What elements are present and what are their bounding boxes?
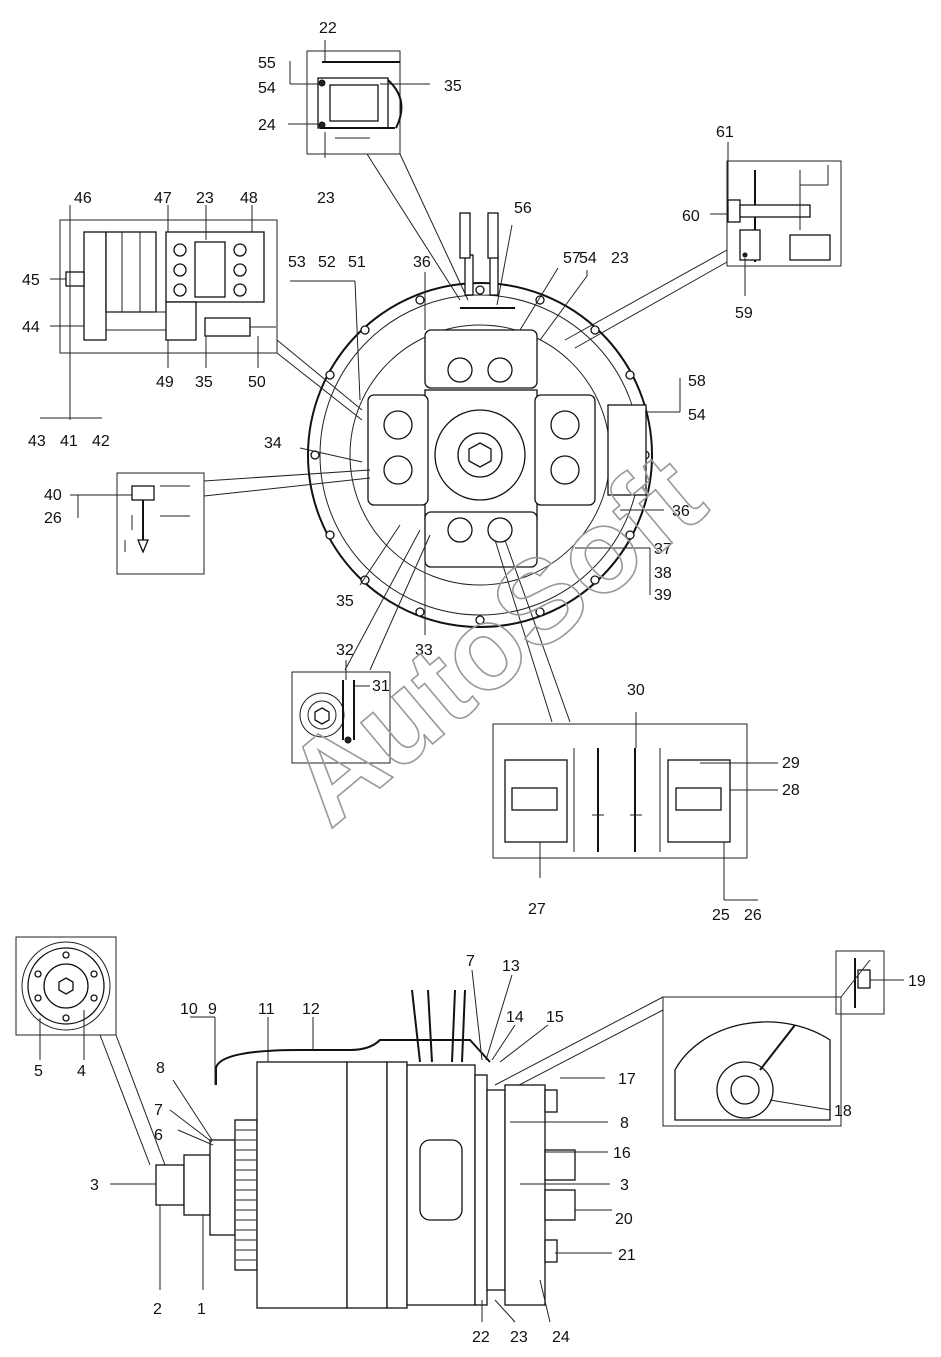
callout-31: 31 bbox=[372, 678, 390, 695]
callout-1: 1 bbox=[197, 1301, 206, 1318]
callout-38: 38 bbox=[654, 565, 672, 582]
bottom-detail-inset bbox=[492, 712, 778, 901]
callout-22-bottom: 22 bbox=[472, 1329, 490, 1346]
callout-27: 27 bbox=[528, 901, 546, 918]
callout-40: 40 bbox=[44, 487, 62, 504]
callout-3-right: 3 bbox=[620, 1177, 629, 1194]
callout-58: 58 bbox=[688, 373, 706, 390]
callout-24-top: 24 bbox=[258, 117, 276, 134]
callout-23-bottom: 23 bbox=[510, 1329, 528, 1346]
cover-detail-inset bbox=[494, 950, 904, 1127]
callout-54-right: 54 bbox=[688, 407, 706, 424]
callout-26-small: 26 bbox=[44, 510, 62, 527]
callout-25: 25 bbox=[712, 907, 730, 924]
callout-54-top: 54 bbox=[258, 80, 276, 97]
small-detail-inset bbox=[70, 472, 205, 575]
callout-37: 37 bbox=[654, 541, 672, 558]
callout-20: 20 bbox=[615, 1211, 633, 1228]
left-detail-inset bbox=[40, 205, 278, 420]
callout-13: 13 bbox=[502, 958, 520, 975]
callout-36-lower: 36 bbox=[672, 503, 690, 520]
callout-23-top: 23 bbox=[317, 190, 335, 207]
callout-2: 2 bbox=[153, 1301, 162, 1318]
callout-53: 53 bbox=[288, 254, 306, 271]
callout-6: 6 bbox=[154, 1127, 163, 1144]
callout-35-left: 35 bbox=[195, 374, 213, 391]
callout-8-right: 8 bbox=[620, 1115, 629, 1132]
ring-detail-inset bbox=[291, 660, 391, 764]
callout-23-main: 23 bbox=[611, 250, 629, 267]
callout-48: 48 bbox=[240, 190, 258, 207]
callout-10: 10 bbox=[180, 1001, 198, 1018]
callout-21: 21 bbox=[618, 1247, 636, 1264]
callout-41: 41 bbox=[60, 433, 78, 450]
callout-4: 4 bbox=[77, 1063, 86, 1080]
callout-23-left: 23 bbox=[196, 190, 214, 207]
right-detail-inset bbox=[710, 142, 842, 296]
callout-7-upper: 7 bbox=[466, 953, 475, 970]
callout-35-top: 35 bbox=[444, 78, 462, 95]
callout-19: 19 bbox=[908, 973, 926, 990]
callout-47: 47 bbox=[154, 190, 172, 207]
callout-29: 29 bbox=[782, 755, 800, 772]
callout-56: 56 bbox=[514, 200, 532, 217]
hub-detail-inset bbox=[15, 936, 166, 1166]
callout-49: 49 bbox=[156, 374, 174, 391]
gear-teeth bbox=[236, 1129, 256, 1261]
callout-16: 16 bbox=[613, 1145, 631, 1162]
callout-54-main: 54 bbox=[579, 250, 597, 267]
callout-18: 18 bbox=[834, 1103, 852, 1120]
callout-51: 51 bbox=[348, 254, 366, 271]
callout-43: 43 bbox=[28, 433, 46, 450]
callout-12: 12 bbox=[302, 1001, 320, 1018]
callout-26-bottom: 26 bbox=[744, 907, 762, 924]
top-detail-inset bbox=[288, 40, 430, 158]
callout-9: 9 bbox=[208, 1001, 217, 1018]
callout-42: 42 bbox=[92, 433, 110, 450]
side-view-assembly bbox=[110, 969, 612, 1323]
callout-22-top: 22 bbox=[319, 20, 337, 37]
callout-46: 46 bbox=[74, 190, 92, 207]
callout-52: 52 bbox=[318, 254, 336, 271]
callout-15: 15 bbox=[546, 1009, 564, 1026]
callout-32: 32 bbox=[336, 642, 354, 659]
callout-50: 50 bbox=[248, 374, 266, 391]
callout-34: 34 bbox=[264, 435, 282, 452]
caliper-units bbox=[367, 329, 596, 568]
callout-45: 45 bbox=[22, 272, 40, 289]
callout-14: 14 bbox=[506, 1009, 524, 1026]
callout-39: 39 bbox=[654, 587, 672, 604]
callout-17: 17 bbox=[618, 1071, 636, 1088]
callout-61: 61 bbox=[716, 124, 734, 141]
callout-30: 30 bbox=[627, 682, 645, 699]
callout-35-main: 35 bbox=[336, 593, 354, 610]
callout-8-left: 8 bbox=[156, 1060, 165, 1077]
main-front-view bbox=[203, 153, 728, 723]
callout-7-left: 7 bbox=[154, 1102, 163, 1119]
callout-59: 59 bbox=[735, 305, 753, 322]
callout-11: 11 bbox=[258, 1001, 275, 1018]
callout-3-left: 3 bbox=[90, 1177, 99, 1194]
flange-bolt-holes bbox=[310, 285, 650, 625]
callout-57: 57 bbox=[563, 250, 581, 267]
callout-55: 55 bbox=[258, 55, 276, 72]
callout-24-bottom: 24 bbox=[552, 1329, 570, 1346]
callout-44: 44 bbox=[22, 319, 40, 336]
callout-60: 60 bbox=[682, 208, 700, 225]
callout-28: 28 bbox=[782, 782, 800, 799]
callout-36-upper: 36 bbox=[413, 254, 431, 271]
callout-5: 5 bbox=[34, 1063, 43, 1080]
callout-33: 33 bbox=[415, 642, 433, 659]
